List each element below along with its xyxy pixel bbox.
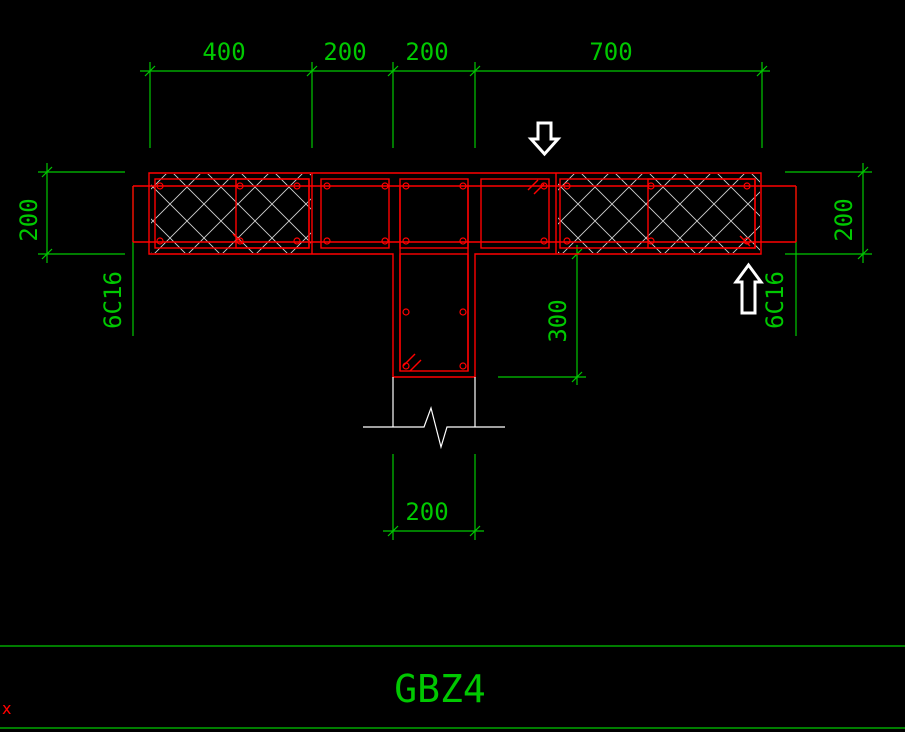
dim-top-3: 200	[405, 38, 448, 66]
hatch-right-region	[558, 174, 760, 253]
break-line	[363, 377, 505, 450]
dim-top-1: 400	[202, 38, 245, 66]
dim-right-height: 200	[830, 198, 858, 241]
dim-web-depth: 300	[544, 299, 572, 342]
dim-bottom-width: 200	[405, 498, 448, 526]
dim-left-height: 200	[15, 198, 43, 241]
hatch-left-region	[151, 174, 311, 253]
rebar-label-right: 6C16	[761, 271, 789, 329]
axis-marker: x	[2, 699, 11, 718]
drawing-title: GBZ4	[394, 667, 486, 711]
rebar-dots	[156, 182, 751, 370]
up-arrow-icon	[733, 262, 764, 315]
dim-top-4: 700	[589, 38, 632, 66]
down-arrow-icon	[527, 121, 562, 157]
dim-top-2: 200	[323, 38, 366, 66]
dimension-lines	[0, 62, 905, 729]
rebar-label-left: 6C16	[99, 271, 127, 329]
